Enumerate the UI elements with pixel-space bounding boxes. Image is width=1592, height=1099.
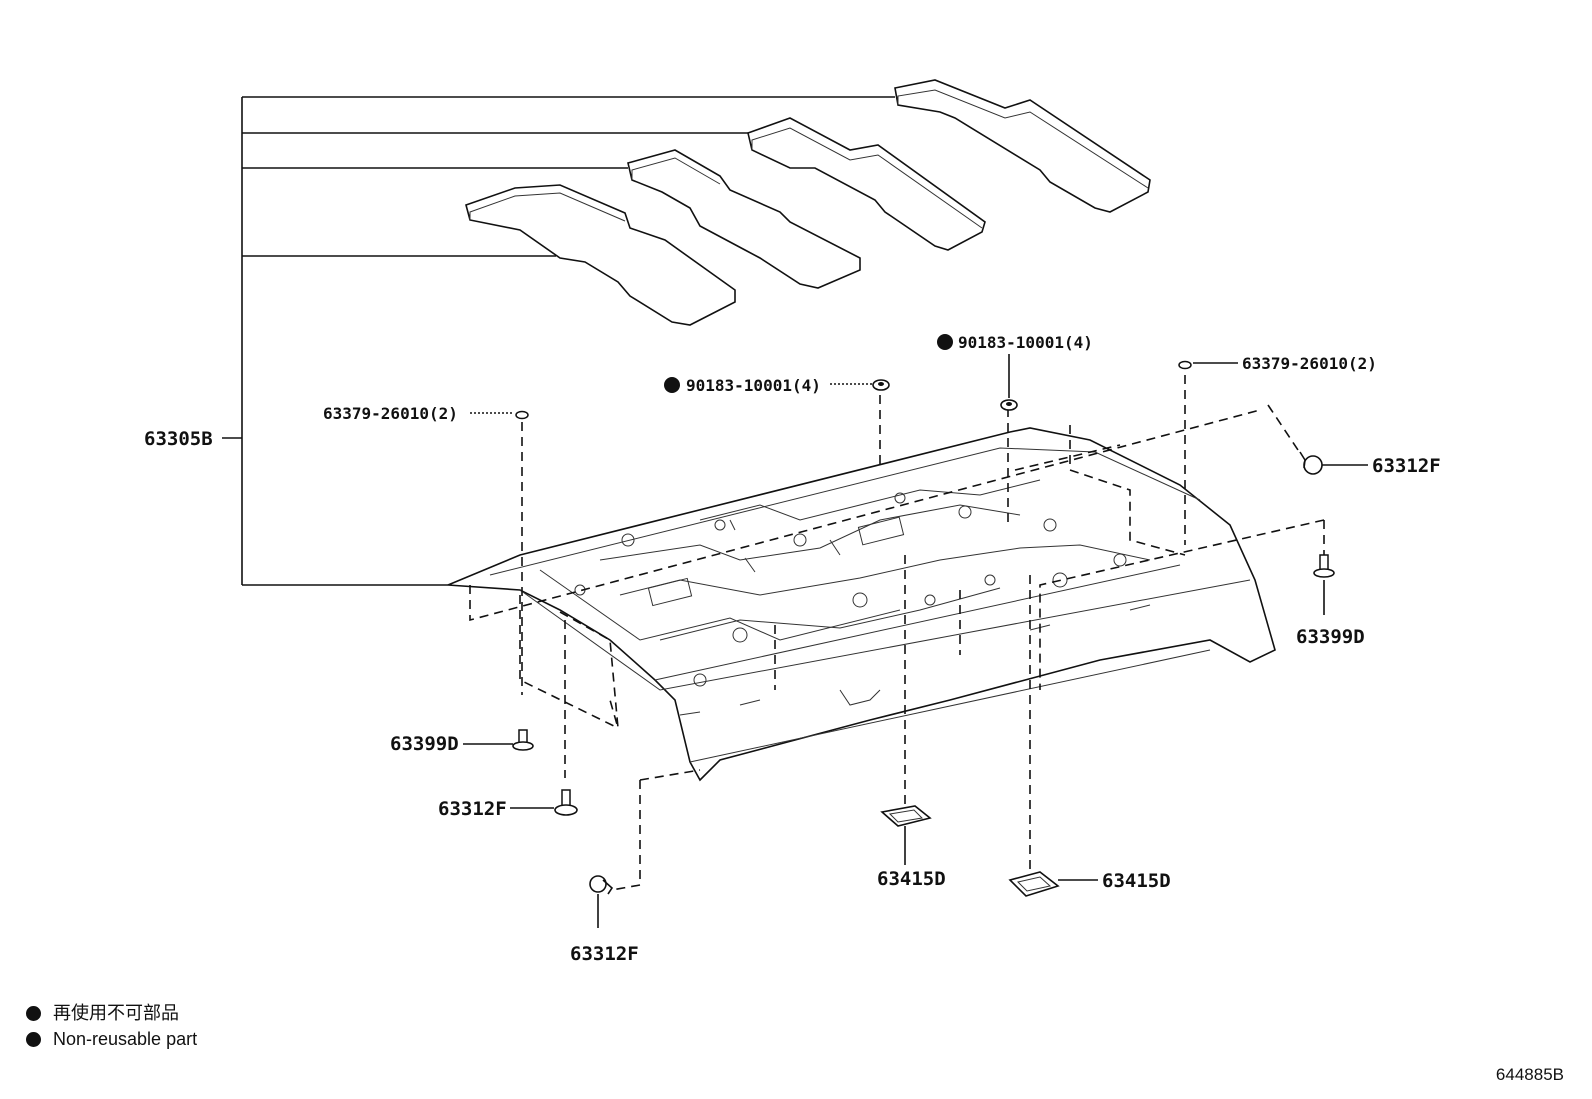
- legend-japanese-text: 再使用不可部品: [53, 1003, 179, 1023]
- label-nut-left: 90183-10001(4): [686, 376, 821, 395]
- legend: 再使用不可部品 Non-reusable part: [26, 1000, 197, 1052]
- lamp-63415D-right: [1008, 871, 1098, 897]
- label-clip-f-left: 63312F: [438, 798, 507, 820]
- label-clip-f-bottom: 63312F: [570, 943, 639, 965]
- roof-headlining: [447, 427, 1276, 782]
- foam-pad-2: [747, 117, 986, 251]
- legend-row-english: Non-reusable part: [26, 1026, 197, 1052]
- label-clip-d-left: 63399D: [390, 733, 459, 755]
- non-reusable-marker-right: [937, 334, 953, 350]
- assembly-bracket: [222, 96, 895, 586]
- lamp-63415D-mid: [880, 805, 932, 865]
- label-clip-right: 63379-26010(2): [1242, 354, 1377, 373]
- legend-english-text: Non-reusable part: [53, 1029, 198, 1049]
- nut-90183-right: [1000, 354, 1018, 411]
- label-clip-d-right: 63399D: [1296, 626, 1365, 648]
- non-reusable-marker-left: [664, 377, 680, 393]
- non-reusable-dot-icon: [26, 1005, 41, 1021]
- clip-63312F-bottom: [589, 875, 614, 928]
- clip-63312F-right: [1299, 451, 1368, 475]
- label-nut-right: 90183-10001(4): [958, 333, 1093, 352]
- label-headlining: 63305B: [144, 428, 213, 450]
- non-reusable-dot-icon: [26, 1031, 41, 1047]
- clip-63312F-left: [510, 789, 578, 816]
- label-lamp-mid: 63415D: [877, 868, 946, 890]
- label-clip-f-right: 63312F: [1372, 455, 1441, 477]
- label-lamp-right: 63415D: [1102, 870, 1171, 892]
- clip-63379-right: [1178, 360, 1238, 370]
- dashed-leaders: [469, 375, 1325, 891]
- label-clip-left: 63379-26010(2): [323, 404, 458, 423]
- foam-pad-1: [894, 79, 1151, 213]
- foam-pad-3: [627, 149, 861, 289]
- diagram-code: 644885B: [1495, 1065, 1564, 1084]
- clip-63399D-right: [1313, 554, 1335, 615]
- legend-row-japanese: 再使用不可部品: [26, 1000, 197, 1026]
- clip-63399D-left: [463, 729, 534, 751]
- foam-pad-4: [465, 184, 736, 326]
- nut-90183-left: [830, 379, 890, 391]
- clip-63379-left: [470, 410, 529, 420]
